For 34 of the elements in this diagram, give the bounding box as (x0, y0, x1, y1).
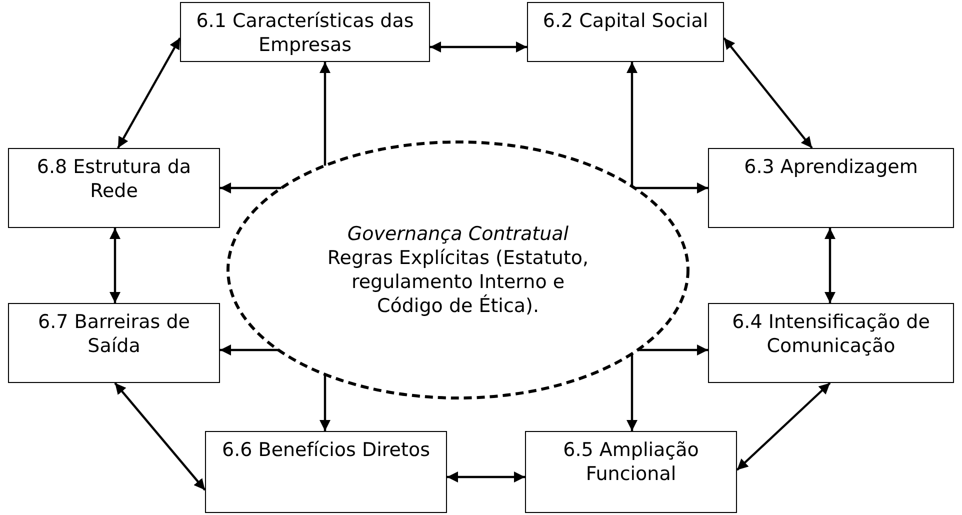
arrow (626, 354, 638, 431)
arrow (430, 42, 527, 52)
box-label: 6.6 Benefícios Diretos (221, 438, 431, 462)
ellipse-heading: Governança Contratual (347, 222, 569, 246)
box-label: 6.2 Capital Social (542, 9, 710, 33)
ellipse-text: Regras Explícitas (Estatuto, regulamento Interno e Código de Ética). (326, 246, 590, 318)
box-label: 6.3 Aprendizagem (743, 155, 919, 179)
arrow (114, 382, 206, 491)
process-box (527, 2, 724, 62)
arrow (824, 228, 836, 303)
process-box (708, 148, 954, 228)
box-label: 6.1 Características das Empresas (195, 9, 415, 57)
process-box (525, 431, 737, 513)
arrow (220, 344, 278, 356)
arrow (117, 37, 181, 149)
arrow (634, 182, 708, 194)
box-label: 6.4 Intensificação de Comunicação (731, 310, 931, 358)
process-box (8, 303, 220, 383)
arrow (320, 374, 330, 431)
process-box (708, 303, 954, 383)
arrow (736, 382, 831, 471)
arrow (723, 37, 813, 149)
box-label: 6.5 Ampliação Funcional (562, 438, 700, 486)
arrow (220, 182, 282, 194)
box-label: 6.8 Estrutura da Rede (36, 155, 192, 203)
process-box (205, 431, 447, 513)
box-label: 6.7 Barreiras de Saída (37, 310, 191, 358)
arrow (320, 62, 330, 166)
arrow (447, 472, 525, 482)
arrow (110, 228, 120, 303)
process-box (180, 2, 430, 62)
arrow (638, 344, 708, 356)
arrow (626, 62, 638, 186)
process-box (8, 148, 220, 228)
